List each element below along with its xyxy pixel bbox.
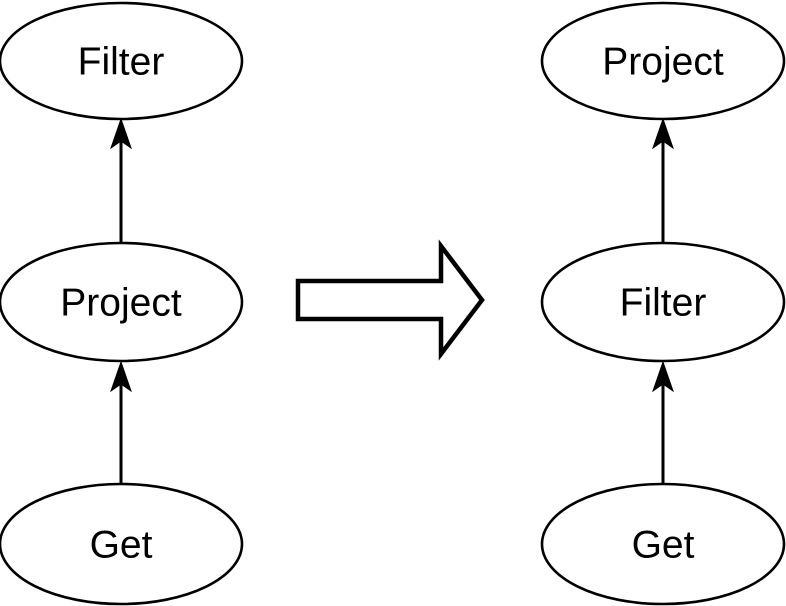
- node-label: Get: [632, 524, 695, 567]
- left-edge-project-to-filter: [110, 117, 132, 242]
- node-shape-ellipse[interactable]: [0, 482, 244, 606]
- node-label: Get: [90, 524, 153, 567]
- right-edge-get-to-filter: [652, 360, 674, 483]
- node-shape-ellipse[interactable]: [0, 1, 244, 121]
- right-plan-group: Project Filter Get: [540, 1, 786, 606]
- arrowhead-icon: [652, 360, 674, 393]
- right-arrow-icon: [295, 239, 485, 361]
- node-left-top[interactable]: Filter: [0, 1, 244, 121]
- node-shape-ellipse[interactable]: [540, 482, 786, 606]
- node-label: Filter: [620, 282, 707, 325]
- node-right-top[interactable]: Project: [540, 1, 786, 121]
- node-shape-ellipse[interactable]: [540, 241, 786, 363]
- node-left-bottom[interactable]: Get: [0, 482, 244, 606]
- node-shape-ellipse[interactable]: [540, 1, 786, 121]
- node-left-mid[interactable]: Project: [0, 241, 244, 363]
- node-right-bottom[interactable]: Get: [540, 482, 786, 606]
- node-label: Filter: [78, 41, 165, 84]
- arrowhead-icon: [110, 360, 132, 393]
- left-plan-group: Filter Project Get: [0, 1, 244, 606]
- node-label: Project: [602, 41, 724, 84]
- left-edge-get-to-project: [110, 360, 132, 483]
- transformation-arrow-group: [295, 239, 485, 361]
- node-label: Project: [60, 282, 182, 325]
- arrowhead-icon: [110, 117, 132, 150]
- right-edge-filter-to-project: [652, 117, 674, 242]
- node-right-mid[interactable]: Filter: [540, 241, 786, 363]
- node-shape-ellipse[interactable]: [0, 241, 244, 363]
- arrowhead-icon: [652, 117, 674, 150]
